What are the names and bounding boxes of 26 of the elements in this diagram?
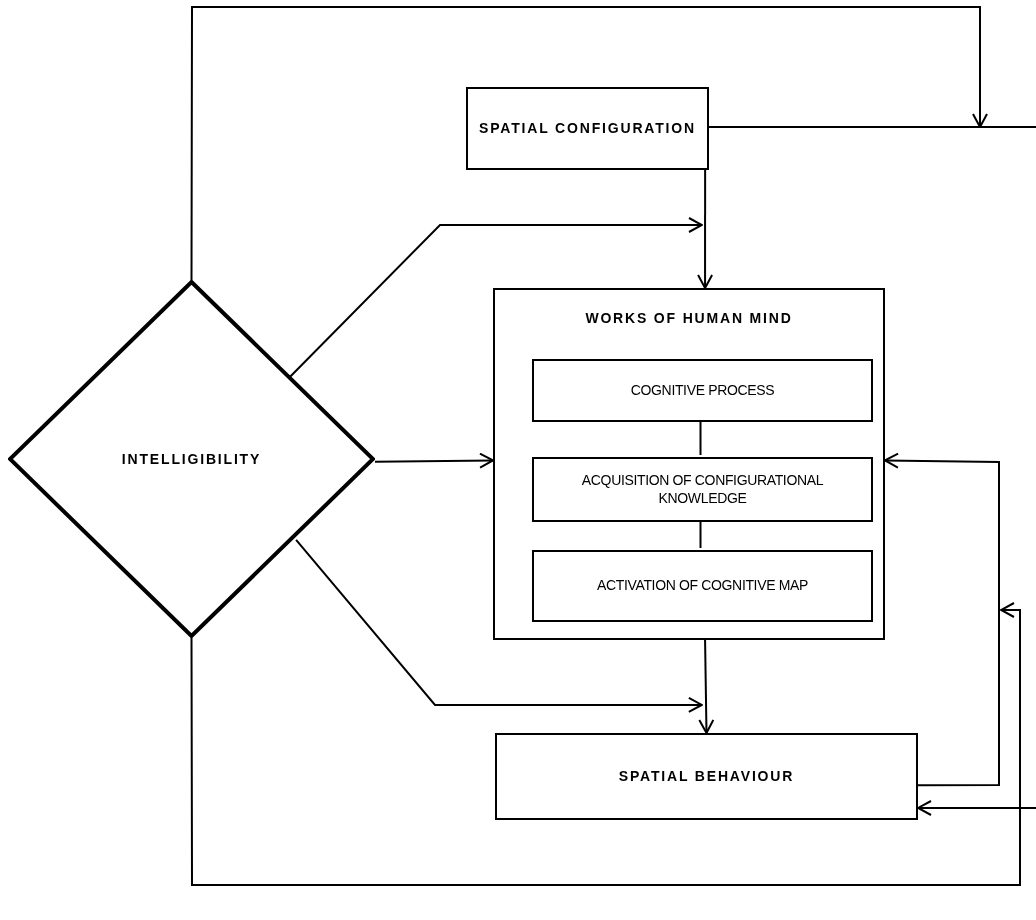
process-box xyxy=(466,87,709,170)
arrow xyxy=(917,800,1036,816)
arrow xyxy=(697,169,714,289)
node-label: SPATIAL BEHAVIOUR xyxy=(618,767,795,786)
process-box xyxy=(495,733,918,820)
node-label: INTELLIGIBILITY xyxy=(121,451,262,467)
arrow xyxy=(288,217,703,378)
process-box xyxy=(532,359,873,422)
node-label: SPATIAL CONFIGURATION xyxy=(479,119,696,138)
connector-line xyxy=(699,419,702,456)
group-box xyxy=(493,288,885,640)
node-label: COGNITIVE PROCESS xyxy=(630,381,775,400)
connector-line xyxy=(699,519,702,549)
node-label: ACTIVATION OF COGNITIVE MAP xyxy=(597,577,808,595)
arrow xyxy=(295,538,703,713)
decision-diamond xyxy=(8,280,375,638)
process-box xyxy=(532,457,873,522)
group-heading: WORKS OF HUMAN MIND xyxy=(584,309,794,328)
arrow xyxy=(698,639,715,734)
arrow xyxy=(190,602,1021,886)
arrow xyxy=(374,452,494,469)
arrow xyxy=(190,6,988,281)
arrow xyxy=(884,452,1000,787)
node-label: ACQUISITION OF CONFIGURATIONAL KNOWLEDGE xyxy=(580,472,825,507)
connector-line xyxy=(708,126,1036,128)
process-box xyxy=(532,550,873,622)
